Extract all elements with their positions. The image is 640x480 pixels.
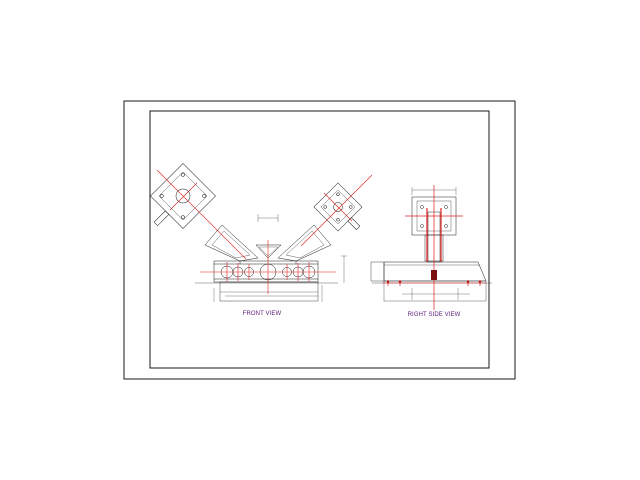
side-view-label: RIGHT SIDE VIEW [408,312,461,318]
center-slot [255,244,282,259]
side-view-mounting-holes [386,270,482,284]
inner-border [149,110,490,369]
outer-frame [123,100,516,380]
right-arm [277,224,332,262]
front-view-label: FRONT VIEW [243,311,282,317]
front-view-centerlines [156,169,373,294]
left-arm [204,224,259,262]
